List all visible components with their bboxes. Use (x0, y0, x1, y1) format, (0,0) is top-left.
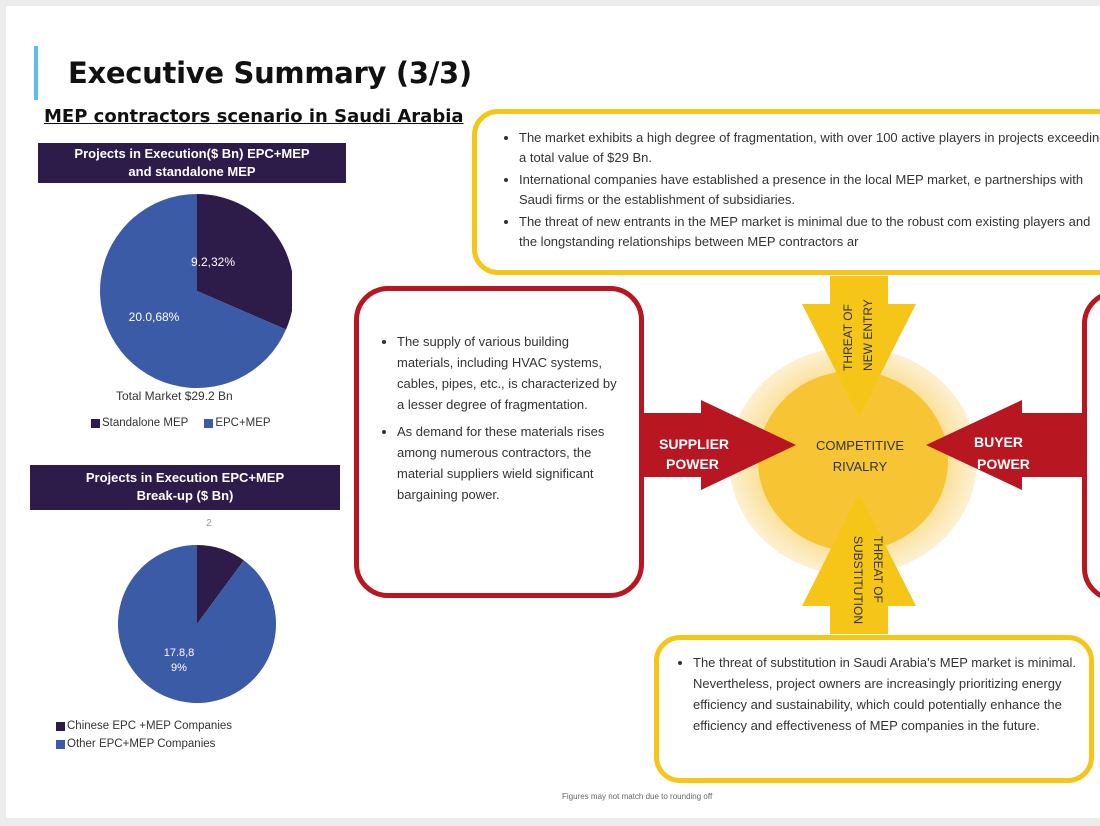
legend-label-chinese: Chinese EPC +MEP Companies (67, 720, 233, 732)
rivalry-line1: COMPETITIVE (816, 438, 904, 453)
new-entry-bullet-2: International companies have established… (519, 170, 1100, 210)
new-entry-line1: THREAT OF (841, 304, 855, 371)
supplier-power-bullets: The supply of various building materials… (359, 331, 625, 505)
legend-item-chinese: Chinese EPC +MEP Companies (56, 720, 232, 732)
pie2-slice-other (118, 545, 276, 703)
legend-item-other: Other EPC+MEP Companies (56, 738, 232, 750)
chart1-header: Projects in Execution($ Bn) EPC+MEP and … (38, 143, 346, 183)
pie1-label-standalone: 9.2,32% (191, 255, 235, 269)
legend-swatch-chinese (56, 721, 65, 731)
substitution-bullets: The threat of substitution in Saudi Arab… (663, 652, 1079, 736)
slide: Executive Summary (3/3) MEP contractors … (6, 6, 1100, 818)
chart1-header-line2: and standalone MEP (128, 164, 256, 179)
pie1-slice-epc (100, 194, 287, 388)
rivalry-line2: RIVALRY (833, 459, 888, 474)
legend-swatch-standalone (91, 418, 100, 428)
pie2-slice-chinese (197, 545, 244, 624)
legend-item-epc: EPC+MEP (204, 417, 271, 429)
rivalry-core (758, 371, 948, 551)
substitution-textbox: The threat of substitution in Saudi Arab… (654, 635, 1094, 783)
buyer-power-line2: POWER (977, 456, 1030, 472)
chart1-pie: 9.2,32% 20.0,68% (100, 194, 292, 388)
supplier-power-textbox: The supply of various building materials… (354, 286, 644, 598)
title-accent-bar (34, 46, 38, 100)
new-entry-bullet-3: The threat of new entrants in the MEP ma… (519, 212, 1100, 252)
chart2-header-line1: Projects in Execution EPC+MEP (85, 470, 285, 485)
supplier-power-line2: POWER (666, 456, 719, 472)
chart2-legend: Chinese EPC +MEP Companies Other EPC+MEP… (56, 720, 232, 750)
substitution-bullet-1: The threat of substitution in Saudi Arab… (693, 652, 1079, 736)
footer-note: Figures may not match due to rounding of… (562, 792, 713, 801)
chart1-total-label: Total Market $29.2 Bn (116, 389, 233, 403)
legend-swatch-epc (204, 418, 214, 428)
chart1-header-line1: Projects in Execution($ Bn) EPC+MEP (74, 146, 310, 161)
buyer-power-textbox (1082, 290, 1100, 602)
legend-swatch-other (56, 739, 65, 749)
pie2-label-chinese: 2 (206, 518, 212, 529)
pie1-slice-standalone (197, 194, 292, 330)
substitution-line2: SUBSTITUTION (851, 536, 865, 624)
chart1-legend: Standalone MEP EPC+MEP (91, 417, 271, 429)
pie2-label-other-line1: 17.8,8 (164, 647, 195, 659)
new-entry-arrow (802, 276, 916, 417)
new-entry-label: THREAT OF NEW ENTRY (841, 299, 875, 371)
supplier-power-arrow (640, 400, 796, 490)
buyer-power-line1: BUYER (974, 434, 1023, 450)
page-title: Executive Summary (3/3) (68, 56, 472, 90)
buyer-power-arrow (926, 400, 1100, 490)
legend-label-epc: EPC+MEP (215, 417, 271, 429)
substitution-arrow (802, 493, 916, 634)
pie1-label-epc: 20.0,68% (129, 310, 180, 324)
new-entry-textbox: The market exhibits a high degree of fra… (472, 109, 1100, 275)
legend-label-other: Other EPC+MEP Companies (67, 738, 216, 750)
chart2-header: Projects in Execution EPC+MEP Break-up (… (30, 465, 340, 510)
chart2-header-line2: Break-up ($ Bn) (136, 488, 234, 503)
legend-label-standalone: Standalone MEP (102, 417, 189, 429)
new-entry-bullet-1: The market exhibits a high degree of fra… (519, 128, 1100, 168)
supplier-power-line1: SUPPLIER (659, 436, 729, 452)
new-entry-line2: NEW ENTRY (861, 299, 875, 371)
supplier-bullet-1: The supply of various building materials… (397, 331, 625, 415)
substitution-label: THREAT OF SUBSTITUTION (851, 536, 885, 624)
pie2-label-other-line2: 9% (171, 662, 187, 674)
legend-item-standalone: Standalone MEP (91, 417, 188, 429)
five-forces-diagram: SUPPLIER POWER BUYER POWER COMPETITIVE R… (640, 276, 1100, 634)
section-subtitle: MEP contractors scenario in Saudi Arabia (44, 106, 464, 127)
new-entry-bullets: The market exhibits a high degree of fra… (489, 128, 1100, 252)
supplier-bullet-2: As demand for these materials rises amon… (397, 421, 625, 505)
chart2-pie: 2 17.8,8 9% (118, 518, 276, 703)
substitution-line1: THREAT OF (871, 536, 885, 603)
